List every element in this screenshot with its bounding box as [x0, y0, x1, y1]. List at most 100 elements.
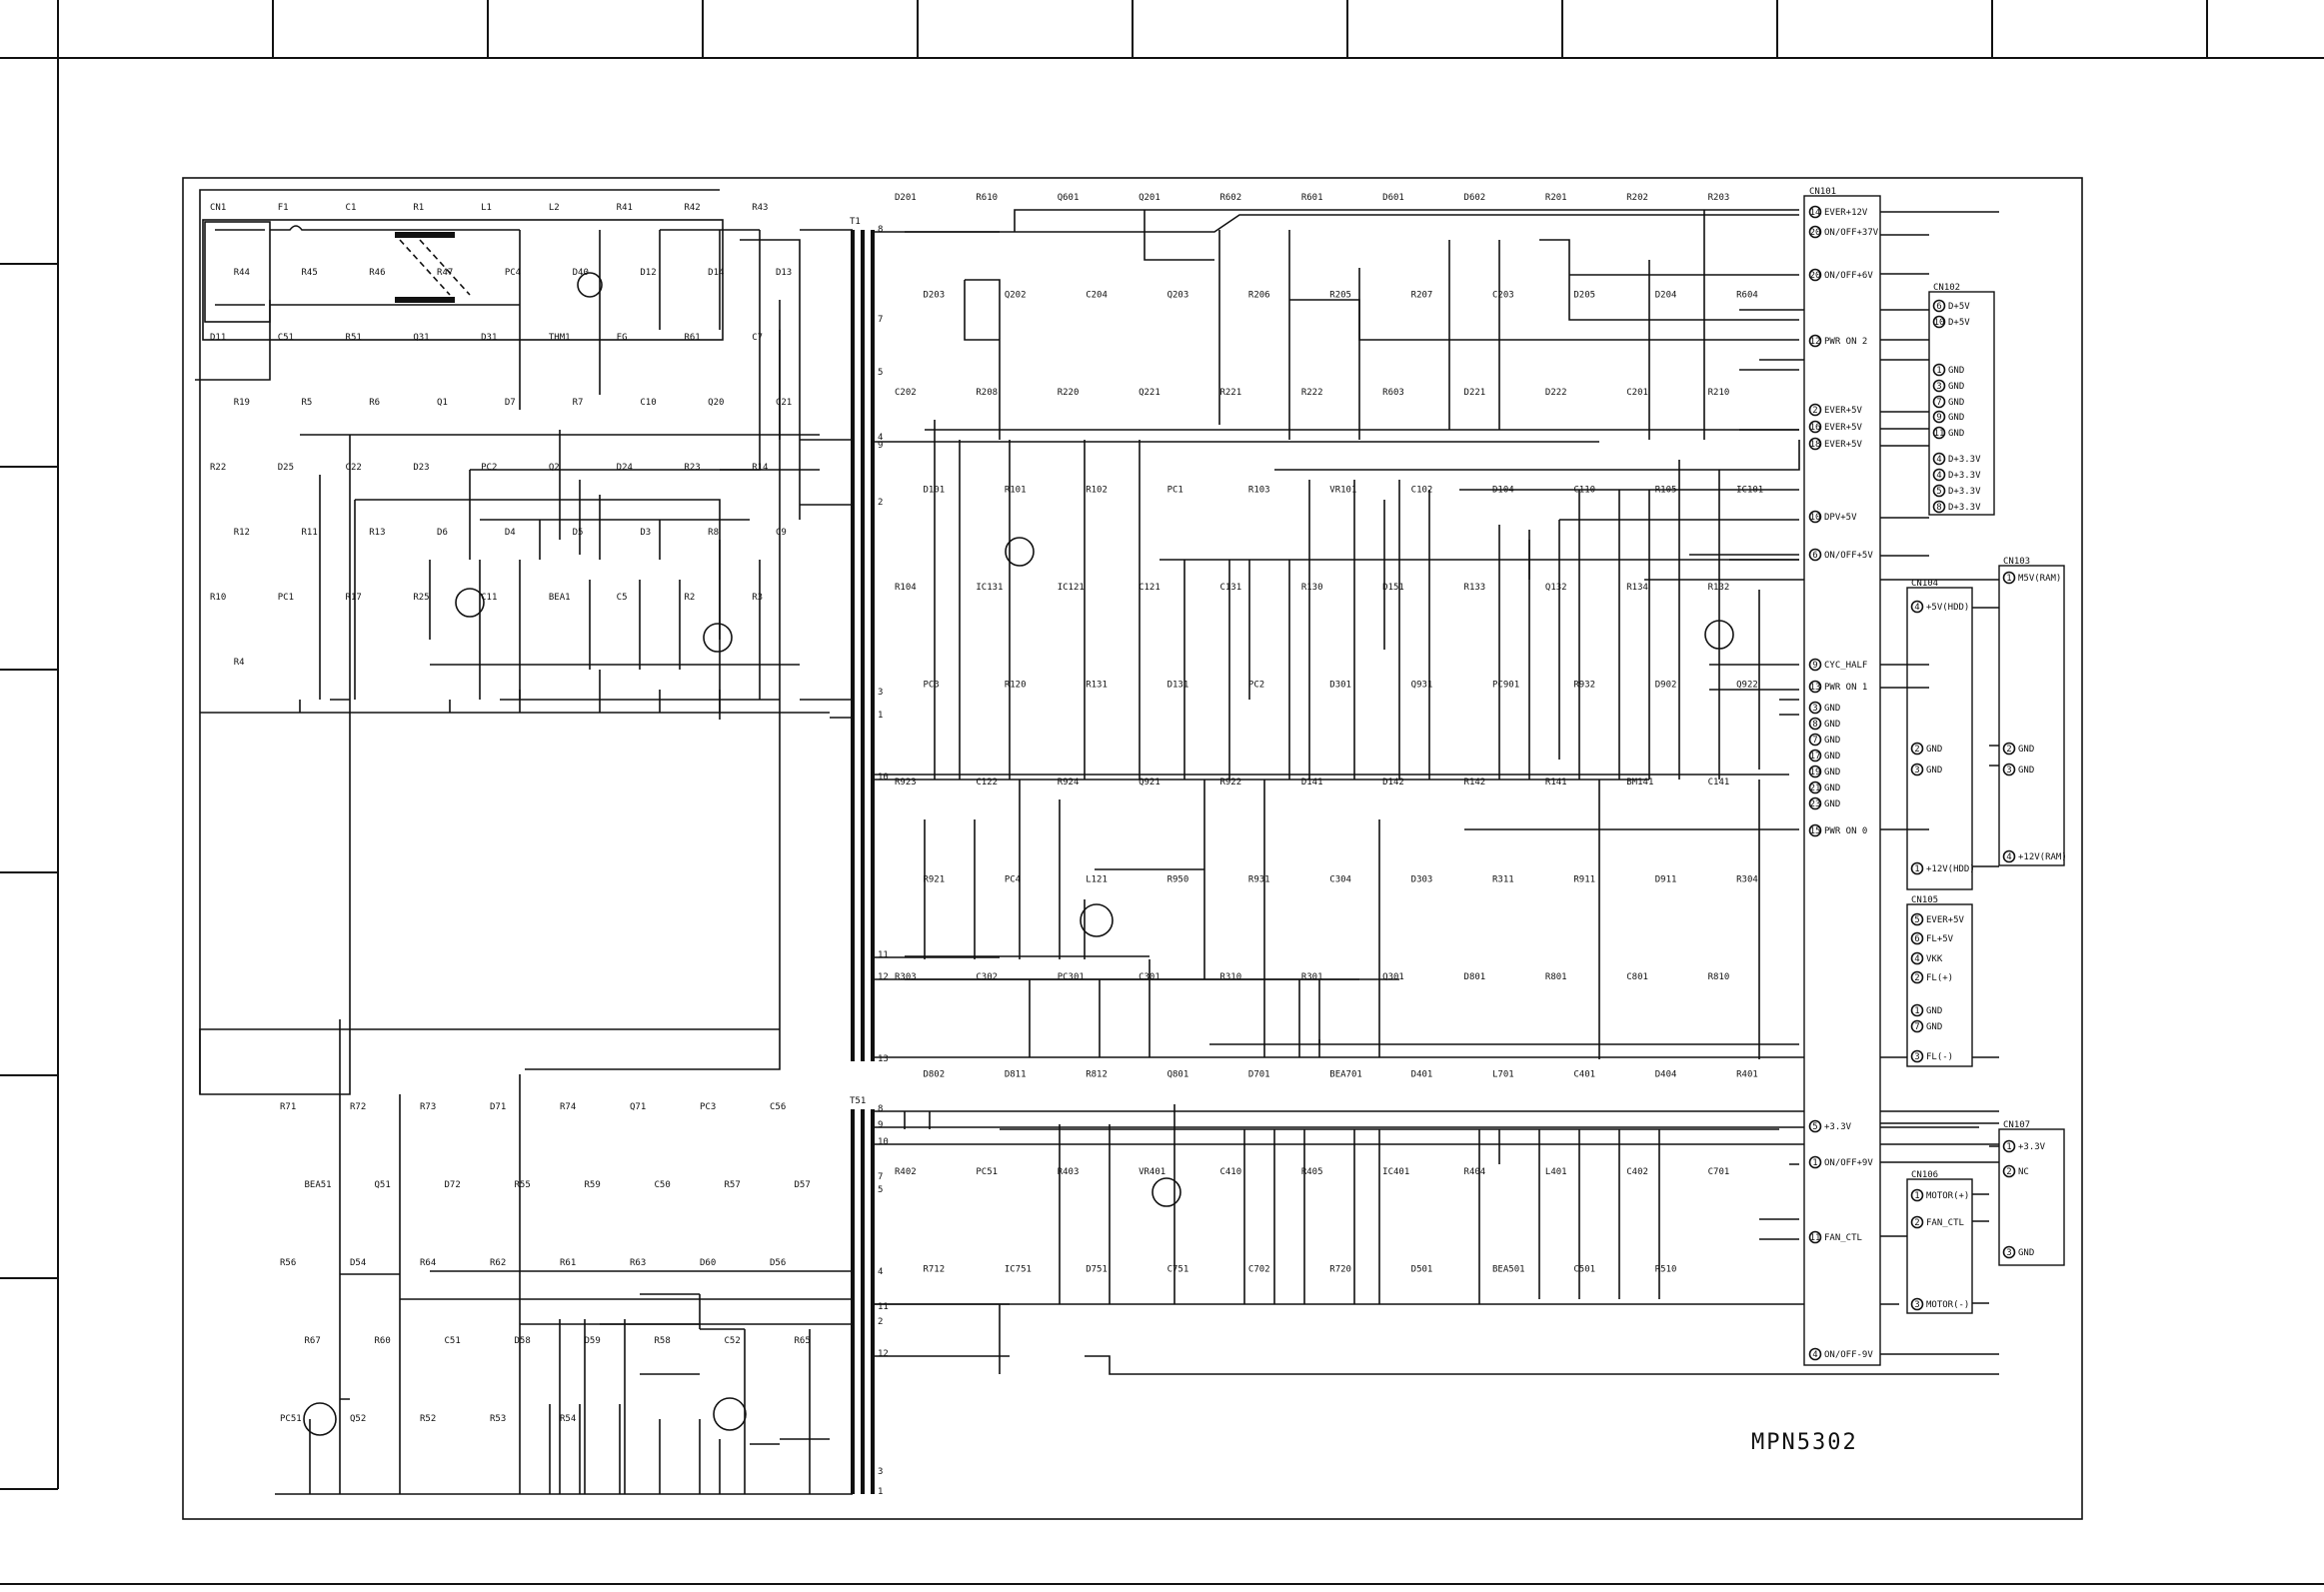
t51-pin-number: 3: [878, 1467, 883, 1477]
connector-pin-number: 10: [1934, 318, 1945, 328]
connector-pin-label: GND: [1824, 752, 1840, 762]
part-label: R105: [1655, 486, 1677, 496]
part-label: R64: [420, 1258, 436, 1268]
part-label: R3: [752, 593, 763, 603]
part-label: R303: [895, 972, 917, 982]
connector-pin-label: DPV+5V: [1824, 513, 1857, 523]
part-label: R310: [1219, 972, 1241, 982]
part-label: R42: [684, 203, 700, 213]
part-label: D201: [895, 193, 917, 203]
part-label: PC2: [1248, 681, 1264, 691]
connector-pin-label: ON/OFF+37V: [1824, 228, 1879, 238]
part-label: D40: [573, 268, 589, 278]
part-label: D5: [573, 528, 584, 538]
connector-pin-number: 4: [1812, 1350, 1817, 1360]
connector-pin-number: 2: [1914, 745, 1919, 755]
t1-pin-number: 4: [878, 433, 883, 443]
part-label: C203: [1492, 291, 1514, 301]
connector-pin-circle: [1910, 763, 1924, 777]
connector-pin-circle: [2002, 1139, 2016, 1153]
part-label: R19: [234, 398, 250, 408]
part-label: D25: [278, 463, 294, 473]
part-label: C410: [1219, 1167, 1241, 1177]
part-label: CN1: [210, 203, 226, 213]
connector-pin-label: PWR ON 2: [1824, 337, 1867, 347]
part-label: R220: [1058, 388, 1080, 398]
part-label: R720: [1329, 1265, 1351, 1275]
part-label: R141: [1545, 778, 1567, 788]
part-label: R10: [210, 593, 226, 603]
connector-pin-label: GND: [1824, 736, 1840, 746]
part-label: R950: [1167, 875, 1189, 885]
part-label: R67: [305, 1336, 321, 1346]
connector-pin-label: GND: [1926, 1022, 1942, 1032]
part-label: R47: [437, 268, 453, 278]
connector-pin-label: GND: [1948, 413, 1964, 423]
part-label: D142: [1382, 778, 1404, 788]
part-label: R207: [1411, 291, 1433, 301]
connector-pin-label: FL(+): [1926, 973, 1953, 983]
connector-pin-circle: [1808, 510, 1822, 524]
part-label: C50: [655, 1180, 671, 1190]
part-label: R4: [234, 658, 245, 668]
connector-pin-label: VKK: [1926, 954, 1943, 964]
t1-pin-number: 1: [878, 711, 883, 721]
connector-pin-number: 19: [1810, 768, 1821, 778]
connector-pin-number: 12: [1810, 337, 1821, 347]
part-label: Q71: [630, 1102, 646, 1112]
part-label: C702: [1248, 1265, 1270, 1275]
part-label: C121: [1139, 583, 1161, 593]
part-label: D131: [1167, 681, 1189, 691]
connector-pin-circle: [1808, 1119, 1822, 1133]
connector-pin-circle: [2002, 742, 2016, 756]
part-label: C11: [481, 593, 497, 603]
part-label: R6: [369, 398, 380, 408]
part-label: IC121: [1058, 583, 1085, 593]
part-label: R812: [1086, 1070, 1108, 1080]
connector-pin-number: 2: [1914, 973, 1919, 983]
part-label: R134: [1626, 583, 1648, 593]
part-label: D54: [350, 1258, 366, 1268]
part-label: PC4: [1005, 875, 1021, 885]
part-label: R402: [895, 1167, 917, 1177]
part-label: C51: [445, 1336, 461, 1346]
part-label: L401: [1545, 1167, 1567, 1177]
part-label: R921: [923, 875, 945, 885]
t1-pin-number: 11: [878, 950, 889, 960]
part-label: R404: [1464, 1167, 1486, 1177]
part-label: D3: [640, 528, 651, 538]
part-label: C801: [1626, 972, 1648, 982]
part-label: BEA701: [1329, 1070, 1362, 1080]
part-label: R23: [684, 463, 700, 473]
connector-pin-label: ON/OFF-9V: [1824, 1350, 1873, 1360]
part-label: IC101: [1736, 486, 1763, 496]
part-label: R8: [708, 528, 719, 538]
connector-pin-label: +12V(RAM): [2018, 852, 2067, 862]
connector-pin-circle: [1910, 1215, 1924, 1229]
part-label: Q931: [1411, 681, 1433, 691]
connector-pin-number: 8: [1936, 503, 1941, 513]
part-label: D601: [1382, 193, 1404, 203]
part-label: D151: [1382, 583, 1404, 593]
part-label: R59: [585, 1180, 601, 1190]
part-label: R801: [1545, 972, 1567, 982]
connector-pin-circle: [1808, 1347, 1822, 1361]
part-label: D59: [585, 1336, 601, 1346]
part-label: R62: [490, 1258, 506, 1268]
part-label: R923: [895, 778, 917, 788]
connector-name: CN105: [1911, 895, 1938, 905]
part-label: R911: [1573, 875, 1595, 885]
connector-pin-label: MOTOR(-): [1926, 1300, 1969, 1310]
part-label: C10: [640, 398, 656, 408]
connector-pin-label: MOTOR(+): [1926, 1191, 1969, 1201]
connector-pin-label: GND: [1824, 704, 1840, 714]
part-label: C56: [770, 1102, 786, 1112]
connector-pin-circle: [2002, 571, 2016, 585]
connector-pin-circle: [1910, 970, 1924, 984]
part-label: C102: [1411, 486, 1433, 496]
connector-pin-number: 3: [1914, 766, 1919, 776]
part-label: R210: [1708, 388, 1730, 398]
connector-pin-number: 11: [1934, 429, 1945, 439]
